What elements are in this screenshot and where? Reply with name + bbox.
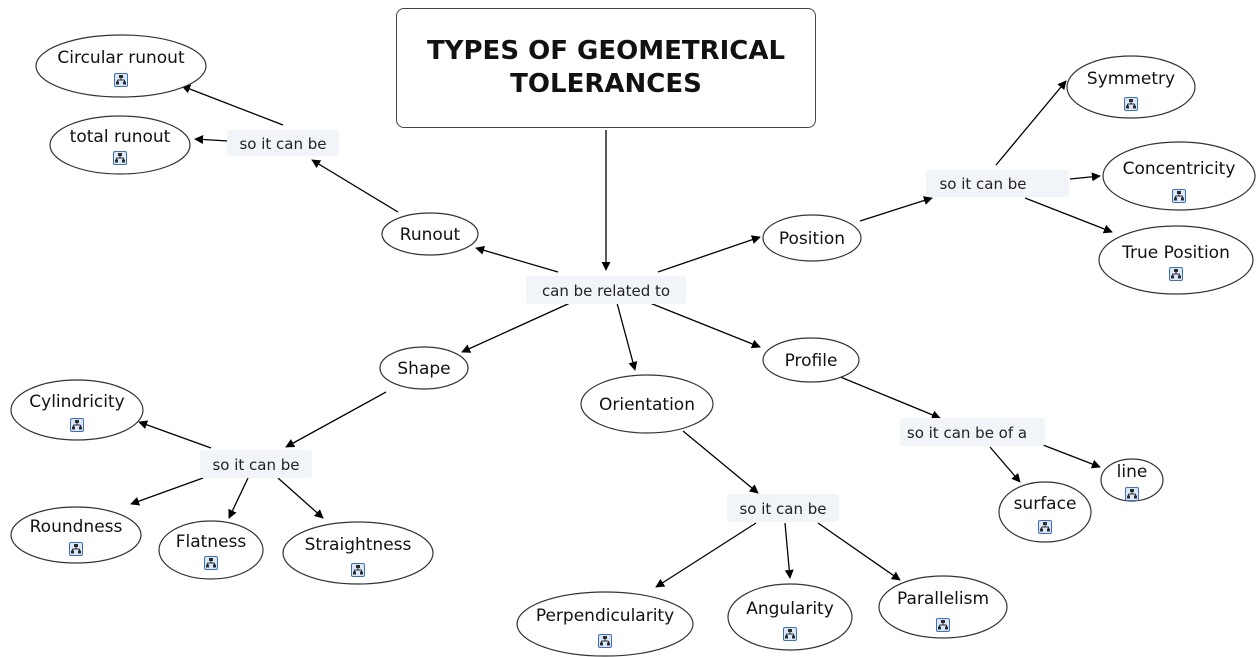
concept-map-icon[interactable]: [1172, 189, 1186, 203]
label-flatness: Flatness: [176, 532, 247, 552]
concept-map-icon[interactable]: [204, 556, 218, 570]
node-circular-runout[interactable]: [35, 34, 207, 98]
edge-related-position: [657, 235, 761, 273]
edge-link-concentricity: [1069, 172, 1101, 182]
link-box-shape: [200, 450, 312, 478]
concept-nodes: [10, 34, 1256, 657]
link-box-related: [526, 276, 686, 304]
concept-map-icon[interactable]: [1125, 487, 1139, 501]
link-box-profile: [900, 418, 1045, 446]
link-box-orientation: [727, 494, 839, 522]
edge-orientation-link: [682, 430, 759, 494]
label-parallelism: Parallelism: [897, 589, 989, 609]
concept-map-icon[interactable]: [113, 151, 127, 165]
node-runout[interactable]: [381, 212, 479, 256]
node-concentricity[interactable]: [1102, 141, 1256, 211]
edge-position-link: [859, 196, 933, 222]
label-line: line: [1117, 462, 1148, 482]
concept-map-icon[interactable]: [1169, 267, 1183, 281]
node-flatness[interactable]: [158, 520, 264, 580]
link-related-text: can be related to: [542, 282, 670, 300]
edge-link-symmetry: [995, 80, 1067, 166]
edge-link-total: [194, 134, 229, 144]
edge-related-orientation: [616, 302, 638, 371]
node-perpendicularity[interactable]: [516, 591, 694, 657]
edge-link-trueposition: [1024, 197, 1113, 234]
node-profile[interactable]: [762, 337, 860, 383]
node-orientation[interactable]: [580, 374, 714, 434]
edge-related-profile: [649, 302, 761, 349]
concept-map-icon[interactable]: [70, 418, 84, 432]
connections: [130, 80, 1113, 588]
node-shape[interactable]: [379, 346, 469, 390]
edge-runout-link: [311, 159, 399, 213]
concept-map-icon[interactable]: [69, 542, 83, 556]
label-straightness: Straightness: [305, 535, 412, 555]
link-box-runout: [227, 130, 339, 156]
link-labels: [200, 130, 1069, 522]
node-parallelism[interactable]: [878, 575, 1008, 639]
label-roundness: Roundness: [30, 517, 123, 537]
label-symmetry: Symmetry: [1087, 69, 1175, 89]
node-position[interactable]: [762, 214, 862, 262]
node-total-runout[interactable]: [49, 115, 191, 175]
concept-map-icon[interactable]: [114, 73, 128, 87]
edge-related-runout: [475, 245, 559, 273]
label-true-position: True Position: [1121, 243, 1230, 263]
link-shape-text: so it can be: [212, 456, 299, 474]
label-surface: surface: [1014, 494, 1077, 514]
label-total-runout: total runout: [70, 127, 171, 147]
edge-link-line: [1042, 444, 1101, 469]
label-concentricity: Concentricity: [1123, 159, 1236, 179]
label-runout: Runout: [400, 225, 461, 245]
node-cylindricity[interactable]: [10, 379, 144, 441]
edge-link-cylindricity: [138, 420, 212, 449]
edge-related-shape: [461, 302, 571, 353]
label-angularity: Angularity: [746, 599, 834, 619]
link-runout-text: so it can be: [239, 135, 326, 153]
node-line[interactable]: [1100, 458, 1164, 502]
title-box[interactable]: TYPES OF GEOMETRICAL TOLERANCES: [396, 8, 816, 128]
edge-link-angularity: [784, 522, 794, 579]
label-profile: Profile: [785, 351, 838, 371]
edge-link-perpendicularity: [655, 522, 757, 588]
edge-link-straightness: [277, 477, 324, 519]
edge-shape-link: [285, 391, 387, 448]
concept-map-icon[interactable]: [936, 618, 950, 632]
concept-map-icon[interactable]: [1038, 520, 1052, 534]
node-angularity[interactable]: [727, 583, 853, 651]
edge-link-parallelism: [817, 522, 901, 581]
edge-profile-link: [837, 375, 941, 420]
label-position: Position: [779, 229, 845, 249]
label-cylindricity: Cylindricity: [29, 392, 124, 412]
edge-link-flatness: [228, 477, 249, 519]
edge-link-circular: [181, 84, 284, 126]
label-circular-runout: Circular runout: [57, 48, 185, 68]
concept-map-icon[interactable]: [598, 634, 612, 648]
link-position-text: so it can be: [939, 175, 1026, 193]
edge-link-surface: [989, 446, 1021, 483]
node-roundness[interactable]: [10, 506, 142, 564]
concept-map-icon[interactable]: [783, 627, 797, 641]
edge-link-roundness: [130, 477, 204, 506]
label-shape: Shape: [397, 359, 450, 379]
node-surface[interactable]: [998, 481, 1092, 543]
label-orientation: Orientation: [599, 395, 695, 415]
node-symmetry[interactable]: [1066, 55, 1196, 119]
node-straightness[interactable]: [282, 521, 434, 585]
label-perpendicularity: Perpendicularity: [536, 606, 674, 626]
link-box-position: [926, 170, 1069, 197]
concept-map-icon[interactable]: [351, 563, 365, 577]
page-title: TYPES OF GEOMETRICAL TOLERANCES: [426, 36, 786, 99]
link-orientation-text: so it can be: [739, 500, 826, 518]
concept-map-icon[interactable]: [1124, 97, 1138, 111]
link-profile-text: so it can be of a: [907, 424, 1027, 442]
node-true-position[interactable]: [1098, 225, 1254, 295]
